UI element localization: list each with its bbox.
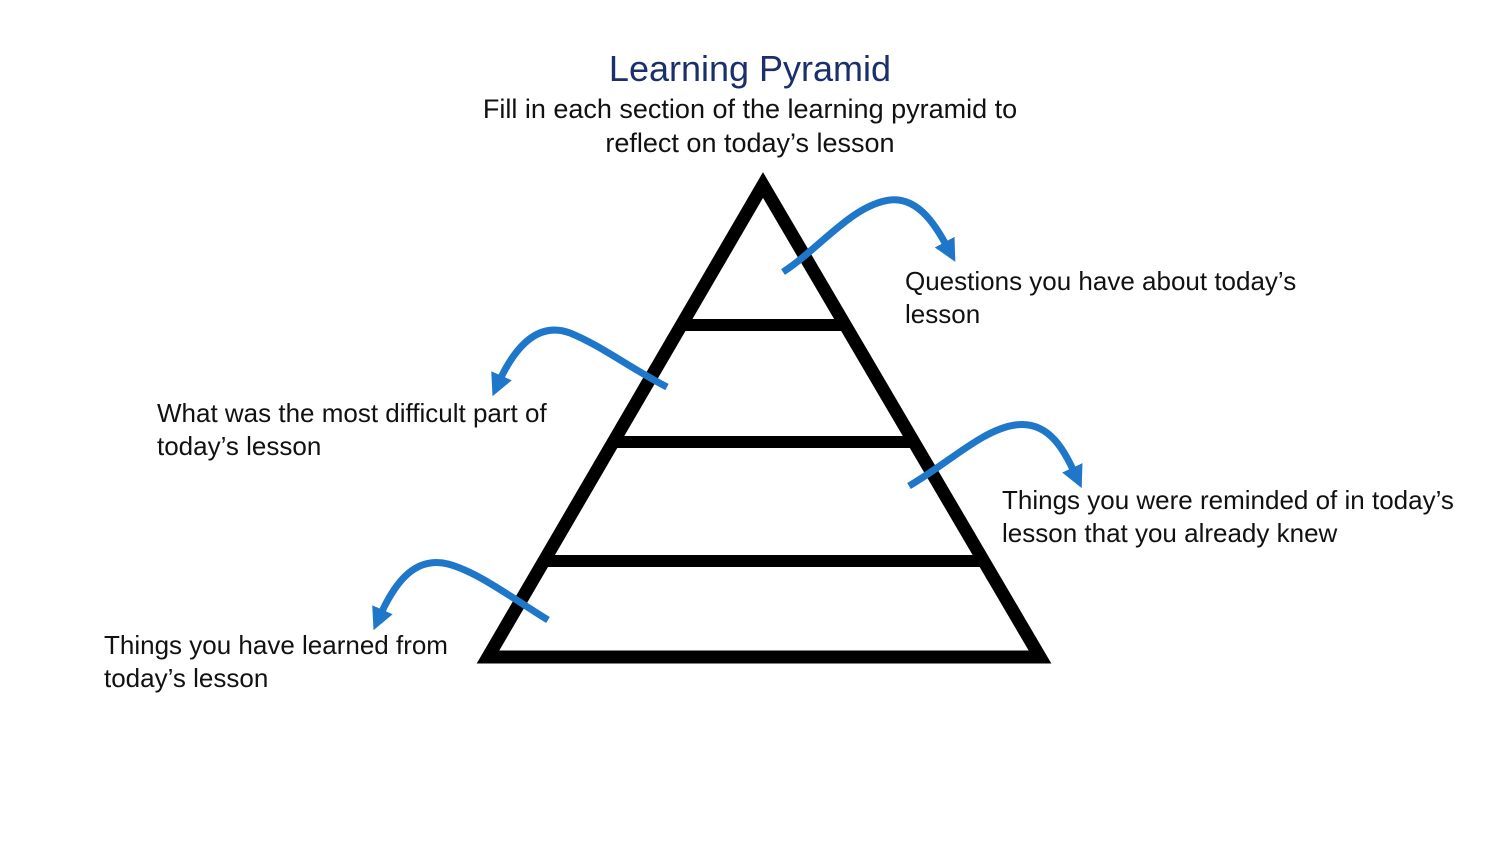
label-learned: Things you have learned from today’s les… (104, 630, 448, 693)
arrow-reminded (907, 421, 1083, 490)
diagram-subtitle: Fill in each section of the learning pyr… (482, 94, 1018, 158)
label-questions: Questions you have about today’s lesson (905, 266, 1297, 329)
arrow-difficult (491, 326, 669, 397)
arrow-questions (781, 196, 956, 275)
label-difficult: What was the most difficult part of toda… (157, 398, 547, 461)
pyramid-outline (476, 172, 1052, 664)
arrow-learned (372, 559, 550, 631)
label-reminded: Things you were reminded of in today’s l… (1002, 485, 1454, 548)
diagram-title: Learning Pyramid (608, 48, 892, 89)
